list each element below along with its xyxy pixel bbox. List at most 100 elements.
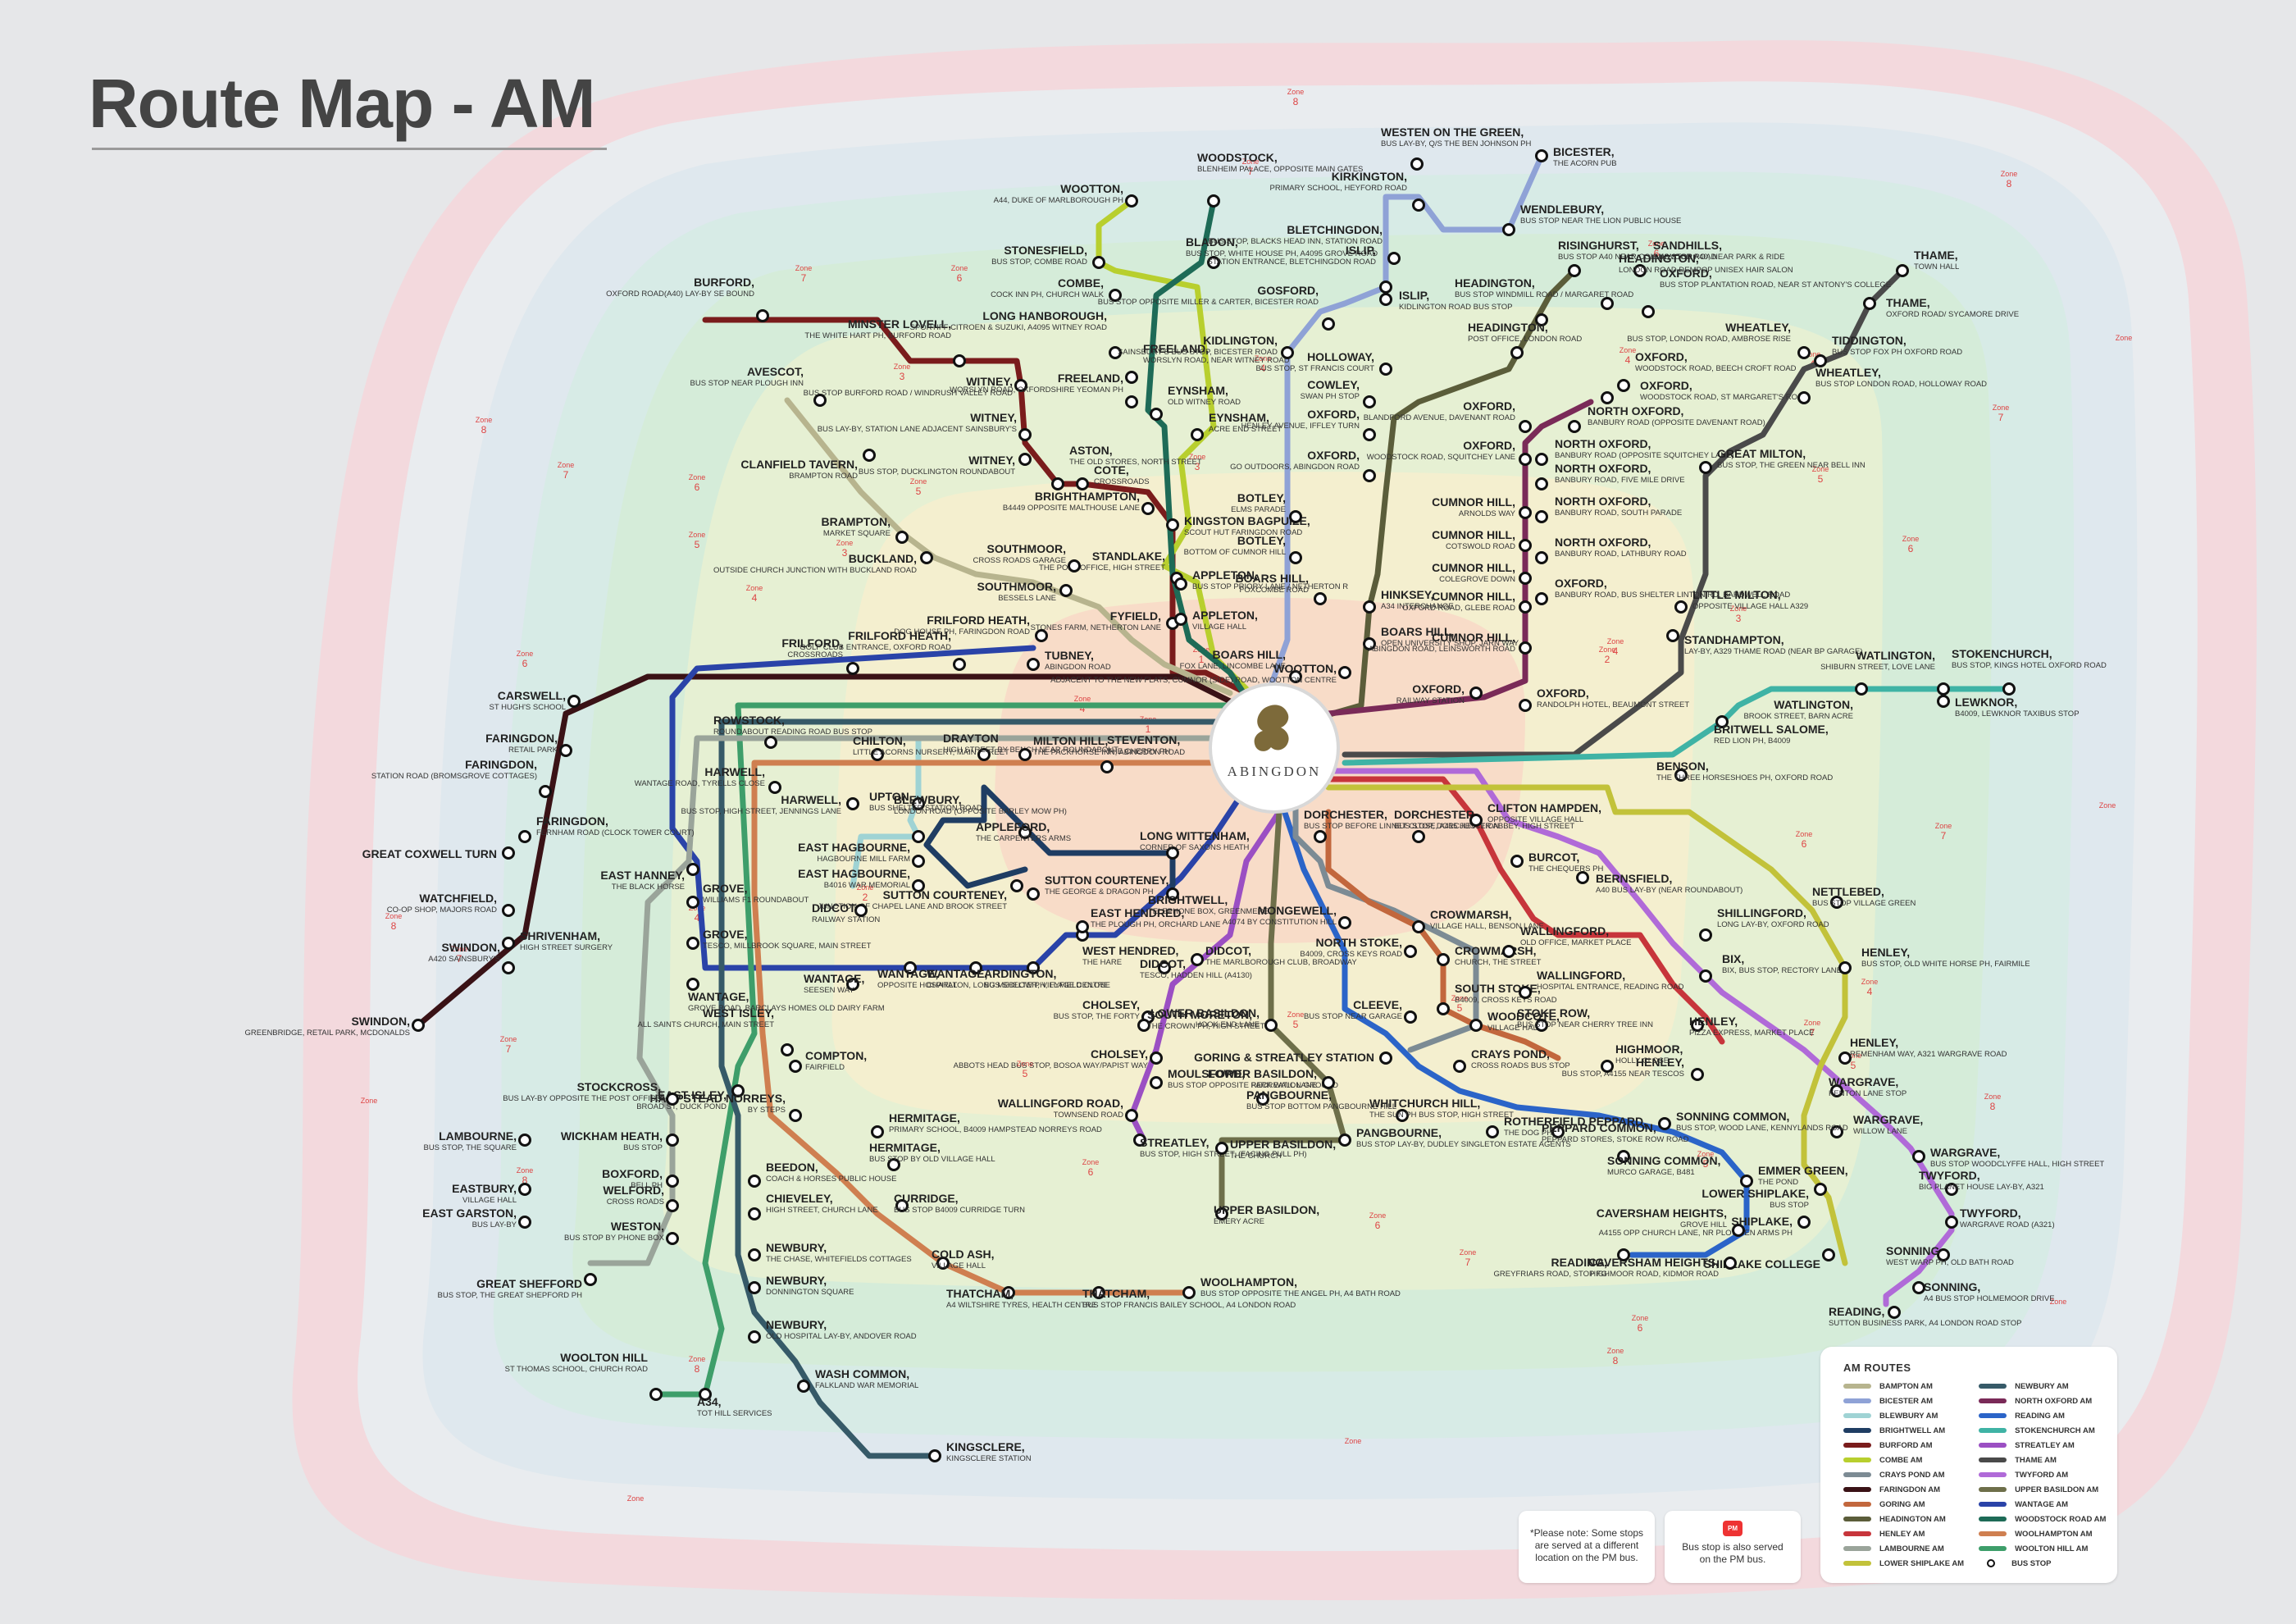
bus-stop[interactable]: OXFORD,WOODSTOCK ROAD, SQUITCHEY LANE — [1367, 439, 1532, 466]
bus-stop[interactable]: EAST HAGBOURNE,HAGBOURNE MILL FARM — [798, 841, 925, 868]
bus-stop[interactable]: BRAMPTON,MARKET SQUARE — [821, 515, 909, 544]
bus-stop[interactable]: BLADON,BUS STOP, WHITE HOUSE PH, A4095 G… — [1186, 235, 1378, 269]
bus-stop[interactable]: BRIGHTHAMPTON,B4449 OPPOSITE MALTHOUSE L… — [1003, 490, 1155, 515]
bus-stop[interactable]: GROVE,TESCO, MILLBROOK SQUARE, MAIN STRE… — [686, 928, 872, 951]
bus-stop[interactable]: CUMNOR HILL,ARNOLDS WAY — [1432, 495, 1532, 519]
bus-stop[interactable]: FARINGDON,FERNHAM ROAD (CLOCK TOWER COUR… — [518, 814, 695, 843]
bus-stop[interactable]: BRIGHTWELL,TELEPHONE BOX, GREENMERE — [1148, 887, 1269, 917]
bus-stop[interactable]: READING,SUTTON BUSINESS PARK, A4 LONDON … — [1829, 1305, 2021, 1328]
bus-stop[interactable]: SWINDON,A420 SAINSBURY'S — [428, 941, 515, 974]
bus-stop[interactable]: KIRKINGTON,PRIMARY SCHOOL, HEYFORD ROAD — [1269, 170, 1425, 212]
bus-stop[interactable]: UPTON,BUS SHELTER STATION ROAD — [869, 790, 982, 813]
bus-stop[interactable]: WITNEY,BUS STOP, DUCKLINGTON ROUNDABOUT — [859, 453, 1032, 477]
bus-stop[interactable]: HEADINGTON,BUS STOP WINDMILL ROAD / MARG… — [1455, 276, 1633, 326]
bus-stop[interactable]: BICESTER,THE ACORN PUB — [1535, 145, 1617, 168]
bus-stop[interactable]: LITTLE MILTON,OPPOSITE VILLAGE HALL A329 — [1674, 588, 1809, 614]
bus-stop[interactable]: LONG HANBOROUGH,SPORTIFF CITROEN & SUZUK… — [910, 309, 1122, 359]
bus-stop[interactable]: SUTTON COURTENEY,JUNCTION OF CHAPEL LANE… — [818, 879, 1023, 912]
bus-stop[interactable]: SOUTHMOOR,CROSS ROADS GARAGE — [973, 542, 1081, 573]
bus-stop[interactable]: BOXFORD,BELL PH — [602, 1167, 679, 1190]
bus-stop[interactable]: EASTBURY,VILLAGE HALL — [452, 1182, 531, 1205]
bus-stop[interactable]: FREELAND,WORSLYN ROAD, OXFORDSHIRE YEOMA… — [950, 372, 1138, 408]
bus-stop[interactable]: HERMITAGE,PRIMARY SCHOOL, B4009 HAMPSTEA… — [871, 1111, 1103, 1138]
bus-stop[interactable]: NORTH STOKE,B4009, CROSS KEYS ROAD — [1300, 936, 1417, 959]
bus-stop[interactable]: TWYFORD,WARGRAVE ROAD (A321) — [1945, 1207, 2055, 1229]
bus-stop[interactable]: HAMPSTEAD NORREYS,BY STEPS — [649, 1092, 802, 1122]
bus-stop[interactable]: EYNSHAM,ACRE END STREET — [1191, 411, 1282, 441]
bus-stop[interactable]: BRITWELL SALOME,RED LION PH, B4009 — [1714, 715, 1829, 746]
bus-stop[interactable]: HINKSEY,A34 INTERCHANGE — [1363, 588, 1454, 614]
bus-stop[interactable]: FARINGDON,STATION ROAD (BROMSGROVE COTTA… — [371, 758, 552, 798]
bus-stop[interactable]: MONGEWELL,A4074 BY CONSTITUTION HILL — [1223, 904, 1351, 929]
bus-stop[interactable]: PANGBOURNE,BUS STOP BOTTOM PANGBOURNE HI… — [1246, 1088, 1396, 1111]
bus-stop[interactable]: SONNING COMMON,MURCO GARAGE, B481 — [1607, 1150, 1720, 1178]
bus-stop[interactable]: CAVERSHAM HEIGHTS,HIGHMOOR ROAD, KIDMOR … — [1588, 1256, 1737, 1279]
bus-stop[interactable]: NETTLEBED,BUS STOP VILLAGE GREEN — [1812, 885, 1916, 909]
bus-stop[interactable]: WALLINGFORD,OLD OFFICE, MARKET PLACE — [1502, 924, 1632, 958]
bus-stop[interactable]: WANTAGE,OPPOSITE HOSPITAL — [877, 961, 958, 991]
bus-stop[interactable]: A34,TOT HILL SERVICES — [697, 1388, 772, 1419]
bus-stop[interactable]: COMPTON,FAIRFIELD — [789, 1049, 868, 1073]
bus-stop[interactable]: THATCHAM,BUS STOP FRANCIS BAILEY SCHOOL,… — [1082, 1286, 1296, 1310]
bus-stop[interactable]: CLIFTON HAMPDEN,OPPOSITE VILLAGE HALL — [1469, 801, 1601, 827]
bus-stop[interactable]: RISINGHURST,BUS STOP A40 NEAR COLLINWOOD… — [1558, 239, 1717, 277]
bus-stop[interactable]: CHILTON,LITTLE ACORNS NURSERY, MAIN STRE… — [853, 734, 1009, 761]
bus-stop[interactable]: CHOLSEY,BUS STOP, THE FORTY — [1054, 998, 1155, 1024]
bus-stop[interactable]: STOKENCHURCH,BUS STOP, KINGS HOTEL OXFOR… — [1952, 647, 2107, 696]
bus-stop[interactable]: HOLLOWAY,BUS STOP, ST FRANCIS COURT — [1256, 350, 1392, 376]
bus-stop[interactable]: HENLEY,BUS STOP, OLD WHITE HORSE PH, FAI… — [1838, 946, 2030, 974]
bus-stop[interactable]: WATLINGTON,SHIBURN STREET, LOVE LANE — [1820, 649, 1950, 696]
bus-stop[interactable]: SUTTON COURTENEY,THE GEORGE & DRAGON PH — [1027, 874, 1169, 901]
bus-stop[interactable]: WANTAGE,CHARLTON, LONG MEDLOW PH, FYFIEL… — [927, 961, 1110, 991]
bus-stop[interactable]: NORTH OXFORD,BANBURY ROAD (OPPOSITE SQUI… — [1535, 437, 1734, 466]
bus-stop[interactable]: LOWER BASILDON,HOOK END LANE — [1150, 1006, 1278, 1032]
bus-stop[interactable]: HEADINGTON,POST OFFICE, LONDON ROAD — [1468, 321, 1582, 359]
bus-stop[interactable]: CROWMARSH,VILLAGE HALL, BENSON LANE — [1412, 908, 1544, 933]
bus-stop[interactable]: SOUTH MORETON,THE CROWN PH, HIGH STREET — [1137, 1008, 1265, 1032]
bus-stop[interactable]: WALLINGFORD ROAD,TOWNSEND ROAD — [998, 1097, 1138, 1122]
bus-stop[interactable]: NEWBURY,DONNINGTON SQUARE — [748, 1274, 854, 1297]
bus-stop[interactable]: WOOTTON,ADJACENT TO THE NEW FLATS, CUMNO… — [1050, 662, 1351, 685]
bus-stop[interactable]: GREAT COXWELL TURN — [362, 846, 515, 860]
bus-stop[interactable]: LEWKNOR,B4009, LEWKNOR TAXIBUS STOP — [1937, 695, 2080, 718]
bus-stop[interactable]: CHOLSEY,ABBOTS HEAD BUS STOP, BOSOA WAY/… — [954, 1047, 1163, 1070]
bus-stop[interactable]: GREAT MILTON,BUS STOP, THE GREEN NEAR BE… — [1699, 447, 1866, 474]
bus-stop[interactable]: HARWELL,BUS STOP, HIGH STREET, JENNINGS … — [681, 793, 859, 816]
bus-stop[interactable]: HERMITAGE,BUS STOP BY OLD VILLAGE HALL — [869, 1141, 995, 1171]
bus-stop[interactable]: BENSON,THE THREE HORSESHOES PH, OXFORD R… — [1656, 760, 1833, 782]
bus-stop[interactable]: WHEATLEY,BUS STOP, LONDON ROAD, AMBROSE … — [1627, 321, 1811, 359]
bus-stop[interactable]: WOODSTOCK,BLENHEIM PALACE, OPPOSITE MAIN… — [1197, 151, 1363, 208]
bus-stop[interactable]: THATCHAM,A4 WILTSHIRE TYRES, HEALTH CENT… — [946, 1286, 1096, 1310]
bus-stop[interactable]: FRILFORD,CROSSROADS — [781, 636, 859, 675]
bus-stop[interactable]: WENDLEBURY,BUS STOP NEAR THE LION PUBLIC… — [1502, 203, 1682, 236]
bus-stop[interactable]: CUMNOR HILL,COLEGROVE DOWN — [1432, 561, 1532, 585]
bus-stop[interactable]: AVESCOT,BUS STOP NEAR PLOUGH INN — [690, 365, 827, 407]
bus-stop[interactable]: WALLINGFORD,HOSPITAL ENTRANCE, READING R… — [1519, 969, 1684, 999]
bus-stop[interactable]: OXFORD,BANBURY ROAD, BUS SHELTER LINTON … — [1535, 577, 1791, 605]
bus-stop[interactable]: WESTON,BUS STOP BY PHONE BOX — [564, 1220, 679, 1245]
bus-stop[interactable]: NORTH OXFORD,BANBURY ROAD (OPPOSITE DAVE… — [1568, 404, 1765, 433]
bus-stop[interactable]: WARGRAVE,BUS STOP WOODCLYFFE HALL, HIGH … — [1912, 1146, 2105, 1169]
bus-stop[interactable]: TUBNEY,ABINGDON ROAD — [1027, 649, 1111, 672]
abingdon-hub[interactable]: ABINGDON — [1209, 682, 1340, 814]
bus-stop[interactable]: BLETCHINGDON,BUS STOP, BLACKS HEAD INN, … — [1208, 223, 1401, 265]
bus-stop[interactable]: WANTAGE,SEESEN WAY — [804, 972, 864, 995]
bus-stop[interactable]: BOARS HILL,OPEN UNIVERSITY SHOP, JARN WA… — [1363, 625, 1519, 650]
bus-stop[interactable]: NORTH OXFORD,BANBURY ROAD, FIVE MILE DRI… — [1535, 462, 1685, 490]
bus-stop[interactable]: SHILLINGFORD,LONG LAY-BY, OXFORD ROAD — [1699, 906, 1829, 942]
bus-stop[interactable]: CAVERSHAM HEIGHTS,GROVE HILL — [1597, 1207, 1745, 1237]
bus-stop[interactable]: STEVENTON,THE CHERRY PH — [1100, 733, 1181, 773]
bus-stop[interactable]: SANDHILLS,BUS STOP A40, NEAR PARK & RIDE — [1633, 239, 1785, 277]
bus-stop[interactable]: BLEWBURY,LONDON ROAD (OPPOSITE BARLEY MO… — [894, 793, 1067, 843]
bus-stop[interactable]: THAME,TOWN HALL — [1896, 249, 1960, 277]
bus-stop[interactable]: OXFORD,WOODSTOCK ROAD, ST MARGARET'S ROA… — [1601, 379, 1809, 404]
bus-stop[interactable]: WICKHAM HEATH,BUS STOP — [561, 1129, 679, 1152]
bus-stop[interactable]: EAST GARSTON,BUS LAY-BY — [422, 1207, 531, 1229]
bus-stop[interactable]: UPPER BASILDON,EMERY ACRE — [1214, 1203, 1319, 1226]
bus-stop[interactable]: LOWER BASILDON,PARK WALL LANE — [1208, 1067, 1335, 1090]
bus-stop[interactable]: APPLETON,VILLAGE HALL — [1174, 609, 1258, 632]
bus-stop[interactable]: PANGBOURNE,BUS STOP LAY-BY, DUDLEY SINGL… — [1338, 1126, 1571, 1149]
bus-stop[interactable]: HEADINGTON,LONDON ROAD DEMPOP UNISEX HAI… — [1601, 252, 1793, 310]
bus-stop[interactable]: HIGHMOOR,HOLLY CLOSE — [1601, 1042, 1683, 1073]
bus-stop[interactable]: BIX,BIX, BUS STOP, RECTORY LANE — [1699, 952, 1842, 983]
